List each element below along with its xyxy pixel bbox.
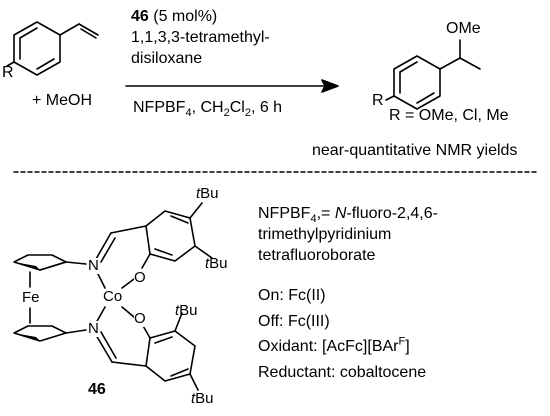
substrate-r-group: R [2,64,14,81]
nfp-definition-line-2: trimethylpyridinium [258,226,392,243]
silane-line-1: 1,1,3,3-tetramethyl- [131,29,270,46]
oxidant-bracket: ] [405,338,410,355]
conditions-sub-2b: 2 [244,107,251,120]
conditions-time: , 6 h [250,99,283,116]
cp-ring-shading [14,262,40,341]
catalyst-number: 46 [131,8,149,25]
cobalt-center: Co [103,288,123,305]
arrow-head [321,79,339,93]
tbu-top-upper: tBu [196,185,219,202]
conditions-ch: , CH [191,99,224,116]
oxidant-line: Oxidant: [AcFc][BArF] [258,335,410,356]
phenoxide-o-top: O [134,269,146,286]
r-group-definition: R = OMe, Cl, Me [389,107,509,124]
product-r-group: R [372,92,384,109]
conditions-cl: Cl [229,99,245,116]
product-structure [385,39,481,110]
product-methoxy: OMe [446,20,481,37]
nfp-name-start: -fluoro-2,4,6- [346,205,438,222]
silane-line-2: disiloxane [131,50,203,67]
nfp-definition-line-3: tetrafluoroborate [258,247,376,264]
imine-n-top: N [88,257,99,274]
nfp-n-italic: N [334,205,347,222]
conditions-nfp: NFPBF [133,99,186,116]
substrate-structure [6,21,99,76]
catalyst-loading: (5 mol%) [148,8,218,25]
yield-note: near-quantitative NMR yields [312,142,518,159]
nfp-definition-line-1: NFPBF4,= N-fluoro-2,4,6- [258,205,438,226]
switch-off-state: Off: Fc(III) [258,313,330,330]
nfp-sub-4: 4 [310,213,317,226]
conditions-sub-4: 4 [185,107,192,120]
nfp-equals: ,= [316,205,335,222]
catalyst-loading-line: 46 (5 mol%) [131,8,217,26]
tbu-bottom-ortho: tBu [175,302,198,319]
imine-n-bottom: N [88,320,99,337]
reagent-methanol: + MeOH [32,92,93,109]
phenoxide-o-bottom: O [134,310,146,327]
oxidant-sup-f: F [398,335,406,348]
tbu-top-ortho: tBu [205,255,228,272]
nfp-abbrev: NFPBF [258,205,311,222]
conditions-text: NFPBF4, CH2Cl2, 6 h [133,99,283,120]
iron-center: Fe [22,289,40,306]
reductant-line: Reductant: cobaltocene [258,364,427,381]
switch-on-state: On: Fc(II) [258,287,326,304]
oxidant-text: Oxidant: [AcFc][BAr [258,338,399,355]
tbu-bottom-lower: tBu [191,390,214,407]
conditions-sub-2a: 2 [223,107,230,120]
catalyst-label: 46 [88,381,106,398]
